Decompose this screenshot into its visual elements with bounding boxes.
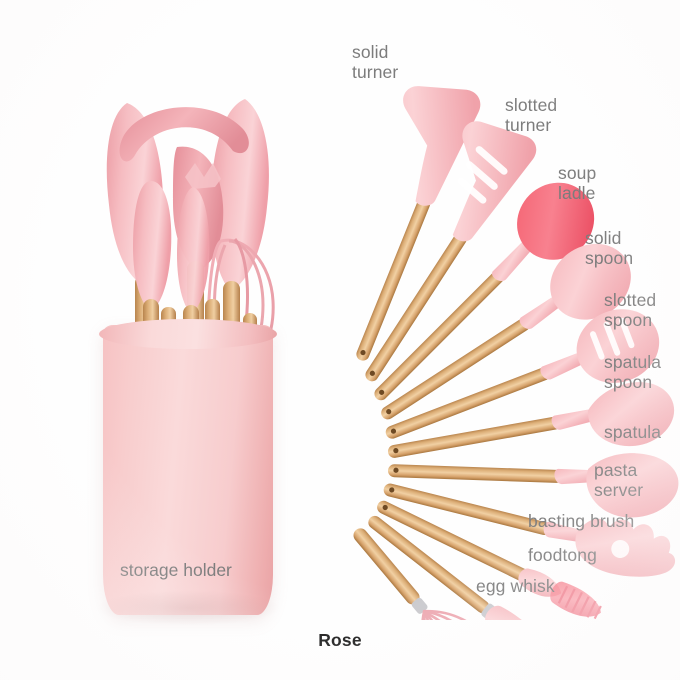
label-solid-spoon: solid spoon — [585, 228, 634, 268]
label-soup-ladle: soup ladle — [558, 163, 597, 203]
label-foodtong: foodtong — [528, 545, 597, 565]
label-slotted-turner: slotted turner — [505, 95, 558, 135]
label-slotted-spoon: slotted spoon — [604, 290, 657, 330]
label-storage-holder: storage holder — [120, 560, 232, 580]
label-basting-brush: basting brush — [528, 511, 635, 531]
label-egg-whisk: egg whisk — [476, 576, 555, 596]
label-solid-turner: solid turner — [352, 42, 399, 82]
variant-name: Rose — [318, 630, 362, 650]
utensil-fan-illustration — [353, 86, 679, 680]
holder-cup-rim — [99, 319, 277, 349]
label-pasta-server: pasta server — [594, 460, 644, 500]
label-spatula: spatula — [604, 422, 662, 442]
storage-holder-group — [95, 85, 290, 626]
utensil-fan-group — [300, 60, 680, 680]
holder-drop-shadow — [95, 590, 281, 626]
label-spatula-spoon: spatula spoon — [604, 352, 662, 392]
